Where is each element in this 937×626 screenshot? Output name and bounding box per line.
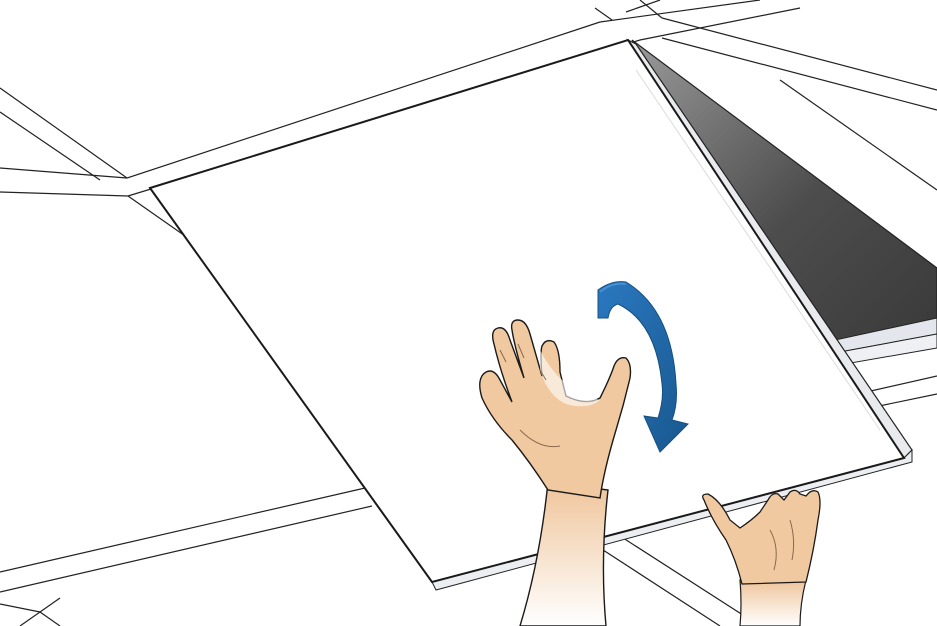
right-hand xyxy=(703,490,820,626)
